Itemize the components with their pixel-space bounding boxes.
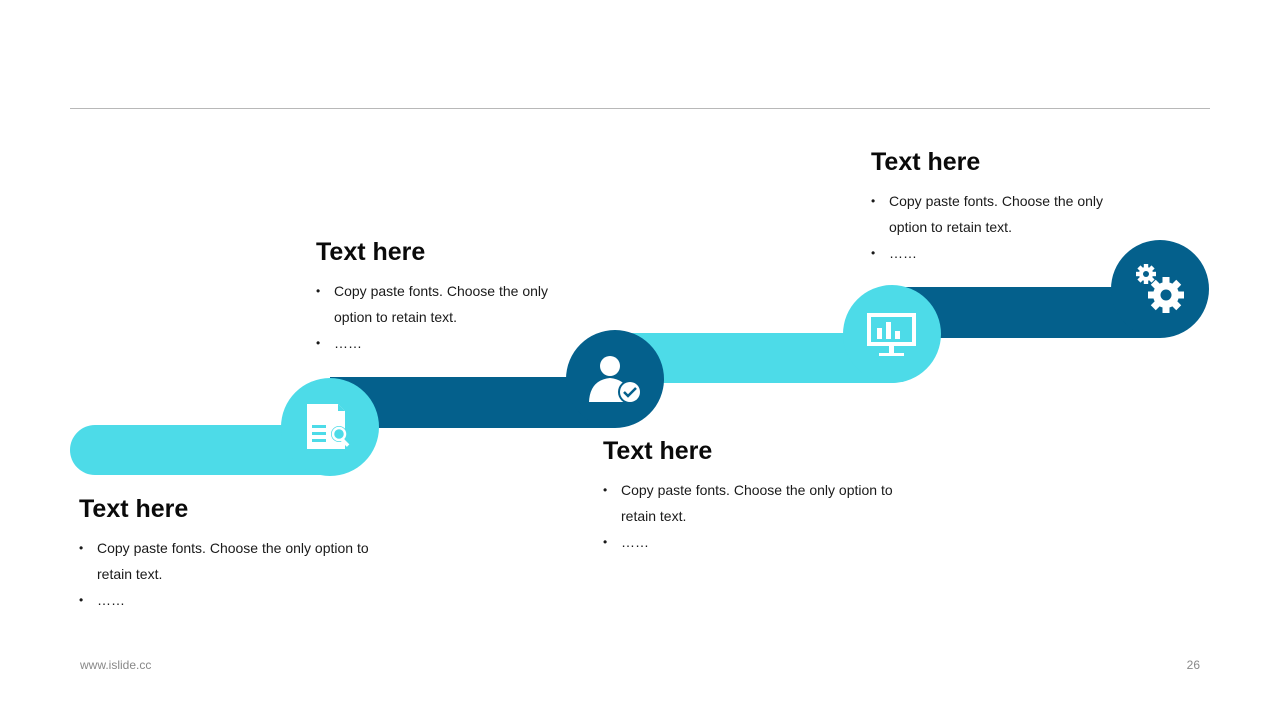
step-3-bar bbox=[615, 333, 917, 383]
step-3-text: Text here Copy paste fonts. Choose the o… bbox=[603, 435, 933, 555]
step-2-line-2: option to retain text. bbox=[334, 309, 457, 325]
footer-url: www.islide.cc bbox=[80, 658, 152, 672]
presentation-chart-icon bbox=[867, 313, 916, 356]
step-4-bullet-2: …… bbox=[871, 240, 1141, 266]
step-1-line-2: retain text. bbox=[97, 566, 163, 582]
step-3-title: Text here bbox=[603, 437, 713, 465]
step-4-bar bbox=[892, 287, 1160, 338]
step-2-text: Text here Copy paste fonts. Choose the o… bbox=[316, 236, 586, 356]
step-2-bullet-2: …… bbox=[316, 330, 586, 356]
step-1-text: Text here Copy paste fonts. Choose the o… bbox=[79, 493, 409, 613]
gears-icon bbox=[1136, 264, 1184, 313]
step-3-line-1: Copy paste fonts. Choose the only option… bbox=[621, 482, 893, 498]
page-number: 26 bbox=[1186, 658, 1200, 672]
step-3-bullet-2: …… bbox=[603, 529, 933, 555]
step-4-line-2: option to retain text. bbox=[889, 219, 1012, 235]
step-2-bar bbox=[330, 377, 615, 428]
step-4-bullets: Copy paste fonts. Choose the only option … bbox=[871, 188, 1141, 266]
step-1-bullets: Copy paste fonts. Choose the only option… bbox=[79, 535, 409, 613]
step-2-bullets: Copy paste fonts. Choose the only option … bbox=[316, 278, 586, 356]
user-check-icon bbox=[589, 356, 642, 404]
step-1-title: Text here bbox=[79, 495, 189, 523]
step-1-bullet-2: …… bbox=[79, 587, 409, 613]
step-1-bullet-1: Copy paste fonts. Choose the only option… bbox=[79, 535, 409, 587]
step-2-title: Text here bbox=[316, 238, 426, 266]
header-divider bbox=[70, 108, 1210, 109]
step-3-bullets: Copy paste fonts. Choose the only option… bbox=[603, 477, 933, 555]
step-4-line-1: Copy paste fonts. Choose the only bbox=[889, 193, 1104, 209]
step-3-line-2: retain text. bbox=[621, 508, 687, 524]
step-2-line-1: Copy paste fonts. Choose the only bbox=[334, 283, 549, 299]
step-2-bullet-1: Copy paste fonts. Choose the only option … bbox=[316, 278, 586, 330]
step-4-title: Text here bbox=[871, 148, 981, 176]
document-search-icon bbox=[307, 404, 350, 449]
step-3-bullet-1: Copy paste fonts. Choose the only option… bbox=[603, 477, 933, 529]
step-1-line-1: Copy paste fonts. Choose the only option… bbox=[97, 540, 369, 556]
step-4-bullet-1: Copy paste fonts. Choose the only option … bbox=[871, 188, 1141, 240]
step-4-text: Text here Copy paste fonts. Choose the o… bbox=[871, 146, 1141, 266]
